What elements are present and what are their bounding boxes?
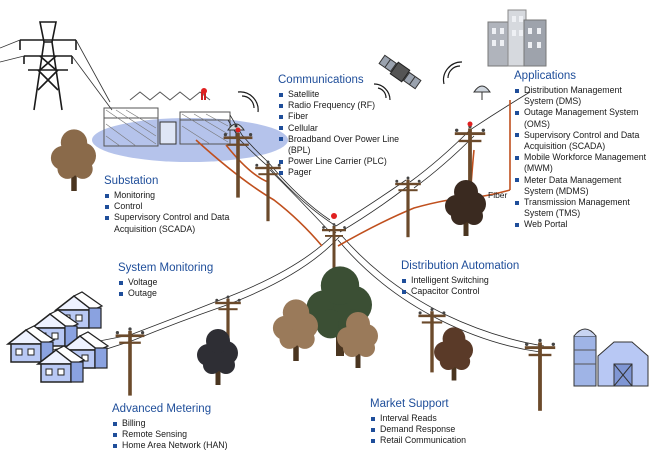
list-item: Monitoring <box>104 190 234 201</box>
market-support-section: Market Support Interval Reads Demand Res… <box>370 397 500 447</box>
list-item: Mobile Workforce Management (MWM) <box>514 152 649 174</box>
list-item: Radio Frequency (RF) <box>278 100 418 111</box>
market-support-title: Market Support <box>370 398 449 410</box>
list-item: Interval Reads <box>370 413 500 424</box>
substation-section: Substation Monitoring Control Supervisor… <box>104 174 234 235</box>
list-item: Outage Management System (OMS) <box>514 107 649 129</box>
substation-list: Monitoring Control Supervisory Control a… <box>104 190 234 235</box>
substation-illustration <box>92 88 288 162</box>
list-item: Distribution Management System (DMS) <box>514 85 649 107</box>
list-item: Supervisory Control and Data Acquisition… <box>104 212 234 234</box>
list-item: Fiber <box>278 111 418 122</box>
list-item: Web Portal <box>514 219 649 230</box>
list-item: Home Area Network (HAN) <box>112 440 262 451</box>
market-support-list: Interval Reads Demand Response Retail Co… <box>370 413 500 447</box>
system-monitoring-title: System Monitoring <box>118 262 214 274</box>
system-monitoring-section: System Monitoring Voltage Outage <box>118 261 238 299</box>
list-item: Satellite <box>278 89 418 100</box>
list-item: Broadband Over Power Line (BPL) <box>278 134 418 156</box>
list-item: Capacitor Control <box>401 286 541 297</box>
office-building-icon <box>487 9 547 67</box>
list-item: Voltage <box>118 277 238 288</box>
list-item: Supervisory Control and Data Acquisition… <box>514 130 649 152</box>
distribution-automation-title: Distribution Automation <box>401 260 520 272</box>
substation-title: Substation <box>104 175 159 187</box>
list-item: Transmission Management System (TMS) <box>514 197 649 219</box>
transmission-tower <box>19 21 77 111</box>
applications-title: Applications <box>514 70 577 82</box>
list-item: Power Line Carrier (PLC) <box>278 156 418 167</box>
communications-title: Communications <box>278 74 364 86</box>
list-item: Pager <box>278 167 418 178</box>
satellite-icon <box>378 54 422 90</box>
radio-waves <box>237 61 463 113</box>
advanced-metering-title: Advanced Metering <box>112 403 212 415</box>
distribution-automation-list: Intelligent Switching Capacitor Control <box>401 275 541 297</box>
list-item: Outage <box>118 288 238 299</box>
list-item: Cellular <box>278 123 418 134</box>
list-item: Demand Response <box>370 424 500 435</box>
communications-list: Satellite Radio Frequency (RF) Fiber Cel… <box>278 89 418 179</box>
satellite-dish-icon <box>473 85 491 100</box>
list-item: Control <box>104 201 234 212</box>
list-item: Billing <box>112 418 262 429</box>
beacon-icons <box>235 121 473 219</box>
list-item: Meter Data Management System (MDMS) <box>514 175 649 197</box>
fiber-label: Fiber <box>488 190 508 200</box>
system-monitoring-list: Voltage Outage <box>118 277 238 299</box>
advanced-metering-section: Advanced Metering Billing Remote Sensing… <box>112 402 262 452</box>
communications-section: Communications Satellite Radio Frequency… <box>278 73 418 179</box>
applications-list: Distribution Management System (DMS) Out… <box>514 85 649 231</box>
applications-section: Applications Distribution Management Sys… <box>514 69 649 231</box>
farm-illustration <box>573 328 649 387</box>
houses-illustration <box>7 291 109 383</box>
list-item: Retail Communication <box>370 435 500 446</box>
advanced-metering-list: Billing Remote Sensing Home Area Network… <box>112 418 262 452</box>
distribution-automation-section: Distribution Automation Intelligent Swit… <box>401 259 541 297</box>
list-item: Intelligent Switching <box>401 275 541 286</box>
list-item: Remote Sensing <box>112 429 262 440</box>
